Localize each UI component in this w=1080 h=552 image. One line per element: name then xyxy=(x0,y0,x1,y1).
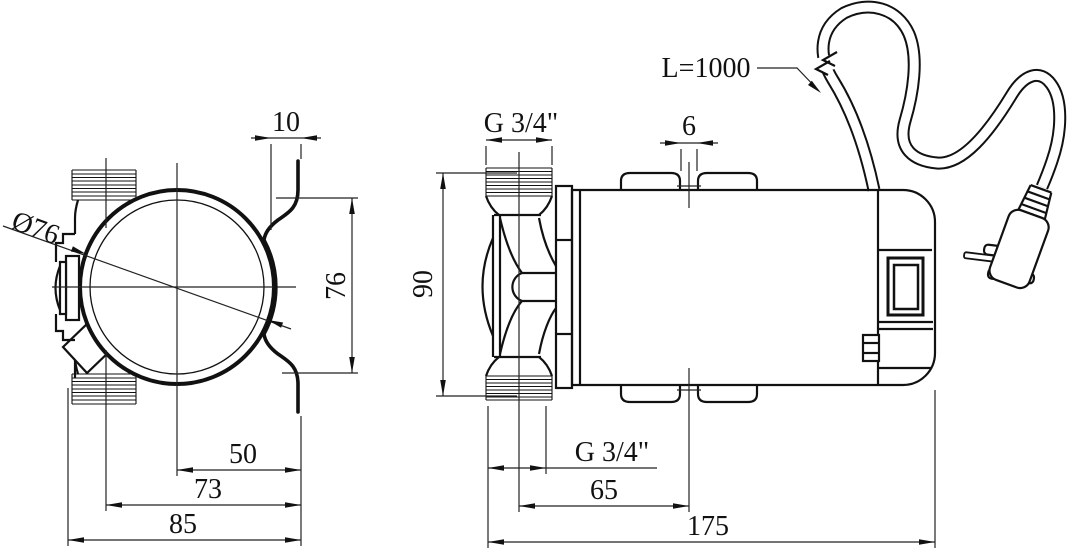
dim-outlet-thread: G 3/4" xyxy=(487,406,657,548)
front-view: Ø76 10 76 50 xyxy=(2,107,358,546)
impeller-hub xyxy=(511,271,523,303)
dim-overall-height: 90 xyxy=(408,172,517,397)
dim-inlet-thread: G 3/4" xyxy=(484,108,558,165)
dim-center-to-bracket: 50 xyxy=(177,416,302,546)
dim-port-to-bracket: 73 xyxy=(106,474,301,508)
terminal-box xyxy=(861,248,933,370)
overall-length-label: 175 xyxy=(687,511,729,542)
overall-height-label: 90 xyxy=(408,270,439,298)
overall-width-label: 85 xyxy=(169,509,197,540)
tab-offset-label: 10 xyxy=(272,107,300,138)
arrowhead xyxy=(70,246,86,254)
callout-cable-length: L=1000 xyxy=(662,53,821,93)
dim-bracket-span: 76 xyxy=(276,197,358,374)
power-switch xyxy=(886,256,925,317)
arrowhead xyxy=(268,320,284,328)
air-vent-boss xyxy=(54,232,81,342)
bracket-span-label: 76 xyxy=(321,272,352,300)
outlet-thread-label: G 3/4" xyxy=(575,437,649,468)
dim-lug-gap: 6 xyxy=(660,111,718,171)
center-to-bracket-label: 50 xyxy=(229,439,257,470)
lug-gap-label: 6 xyxy=(682,111,696,142)
strain-relief-icon xyxy=(1017,184,1053,221)
mounting-lugs xyxy=(619,162,759,404)
dim-overall-width: 85 xyxy=(67,388,301,546)
diameter-label: Ø76 xyxy=(8,205,64,251)
mounting-bracket xyxy=(262,159,300,414)
dim-center-to-lug: 65 xyxy=(519,368,690,512)
power-switch-button xyxy=(892,263,920,311)
inlet-thread-label: G 3/4" xyxy=(484,108,558,139)
cable-length-label: L=1000 xyxy=(662,53,751,84)
power-cable xyxy=(813,0,1067,192)
center-to-lug-label: 65 xyxy=(590,475,618,506)
motor-body xyxy=(570,188,937,387)
cable-break-icon xyxy=(813,51,838,76)
dim-overall-length: 175 xyxy=(488,390,936,548)
cable-clamp xyxy=(861,333,881,363)
port-to-bracket-label: 73 xyxy=(194,474,222,505)
dim-tab-offset: 10 xyxy=(251,107,321,230)
power-plug xyxy=(963,184,1053,290)
side-view: G 3/4" 6 90 G 3/4" xyxy=(408,0,1067,548)
plug-body xyxy=(988,208,1050,290)
motor-flange xyxy=(554,184,574,390)
